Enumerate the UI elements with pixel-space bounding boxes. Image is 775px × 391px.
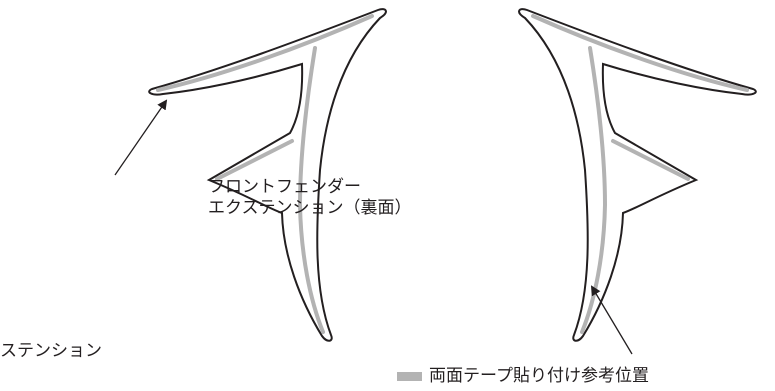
callout-leader-arrow — [114, 99, 168, 176]
cutoff-part-label: ステンション — [0, 341, 102, 361]
part-name-line1: フロントフェンダー — [208, 177, 361, 197]
left-fender-extension — [148, 8, 387, 342]
right-tape-top — [531, 14, 749, 92]
part-name-callout: フロントフェンダー エクステンション（裏面） — [208, 177, 412, 219]
legend-swatch — [397, 372, 422, 381]
legend-text: 両面テープ貼り付け参考位置 — [429, 366, 649, 386]
left-tape-lower-fin — [215, 139, 294, 181]
left-tape-spine — [297, 46, 325, 334]
left-part-outline — [148, 8, 387, 342]
part-name-line2: エクステンション（裏面） — [208, 198, 412, 218]
tape-position-legend: 両面テープ貼り付け参考位置 — [397, 366, 649, 387]
left-tape-top — [156, 14, 374, 92]
right-fender-extension — [518, 8, 757, 342]
right-part-outline — [518, 8, 757, 342]
right-tape-lower-fin — [611, 139, 690, 181]
right-tape-spine — [580, 46, 608, 334]
tape-leader-arrow — [590, 285, 633, 355]
